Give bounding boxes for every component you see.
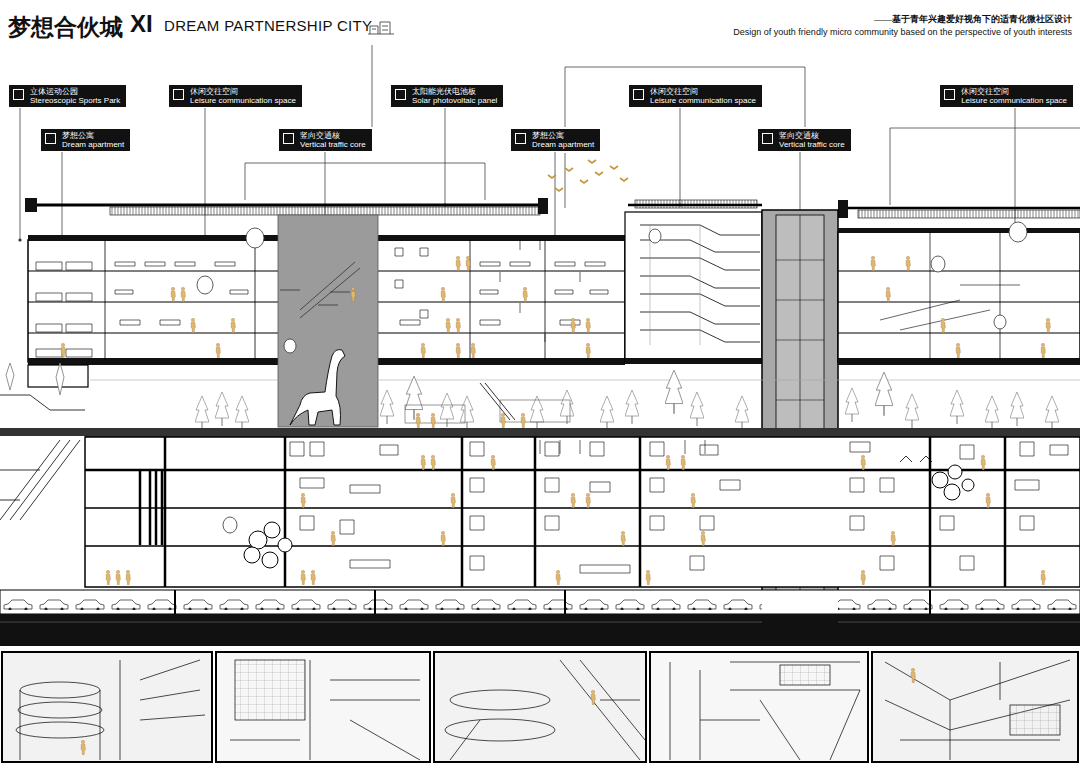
tag-icon: [515, 133, 526, 144]
podium-slab: [85, 428, 1080, 437]
tag-icon: [173, 89, 184, 100]
tag-title: 立体运动公园: [30, 87, 120, 96]
tag-subtitle: Leisure communication space: [961, 96, 1067, 105]
tag-subtitle: Dream apartment: [62, 140, 124, 149]
tag-subtitle: Dream apartment: [532, 140, 594, 149]
tag-title: 竖向交通核: [779, 131, 845, 140]
subtitle-english: Design of youth friendly micro community…: [733, 27, 1072, 37]
callout-tag: 休闲交往空间Leisure communication space: [168, 84, 303, 108]
tag-icon: [283, 133, 294, 144]
tag-subtitle: Leisure communication space: [190, 96, 296, 105]
tag-icon: [395, 89, 406, 100]
callout-tag: 竖向交通核Vertical traffic core: [757, 128, 852, 152]
tag-subtitle: Vertical traffic core: [300, 140, 366, 149]
callout-tag: 梦想公寓Dream apartment: [510, 128, 601, 152]
tag-title: 太阳能光伏电池板: [412, 87, 497, 96]
tag-title: 梦想公寓: [532, 131, 594, 140]
left-landscape: [0, 363, 85, 520]
tag-title: 休闲交往空间: [190, 87, 296, 96]
atrium: [278, 215, 378, 427]
tag-subtitle: Leisure communication space: [650, 96, 756, 105]
tag-icon: [633, 89, 644, 100]
balloons: [197, 222, 1027, 533]
roof: [25, 198, 1080, 218]
birds: [548, 160, 628, 191]
callout-tag: 梦想公寓Dream apartment: [40, 128, 131, 152]
stair-hall: [625, 212, 762, 364]
tag-subtitle: Vertical traffic core: [779, 140, 845, 149]
subtitle-chinese: ——基于青年兴趣爱好视角下的适青化微社区设计: [874, 13, 1072, 26]
callout-tag: 竖向交通核Vertical traffic core: [278, 128, 373, 152]
tag-title: 竖向交通核: [300, 131, 366, 140]
callout-tag: 立体运动公园Stereoscopic Sports Park: [8, 84, 127, 108]
tag-icon: [762, 133, 773, 144]
title-text: 梦想合伙城: [8, 12, 123, 43]
callout-tag: 太阳能光伏电池板Solar photovoltaic panel: [390, 84, 504, 108]
callout-tag: 休闲交往空间Leisure communication space: [939, 84, 1074, 108]
people: [61, 256, 1050, 755]
tag-subtitle: Stereoscopic Sports Park: [30, 96, 120, 105]
tag-icon: [45, 133, 56, 144]
tag-title: 休闲交往空间: [650, 87, 756, 96]
interior-vignettes: [2, 652, 1078, 762]
atrium-stair: [280, 262, 360, 318]
title-english: DREAM PARTNERSHIP CITY: [164, 17, 372, 34]
right-block: [838, 228, 1080, 365]
tag-title: 休闲交往空间: [961, 87, 1067, 96]
plaza: [28, 350, 1080, 430]
callout-tag: 休闲交往空间Leisure communication space: [628, 84, 763, 108]
tag-icon: [944, 89, 955, 100]
title-mark: XI: [130, 10, 153, 38]
tag-icon: [13, 89, 24, 100]
commercial-floors: [85, 437, 1080, 587]
parking: [0, 590, 1080, 646]
tag-subtitle: Solar photovoltaic panel: [412, 96, 497, 105]
tag-title: 梦想公寓: [62, 131, 124, 140]
